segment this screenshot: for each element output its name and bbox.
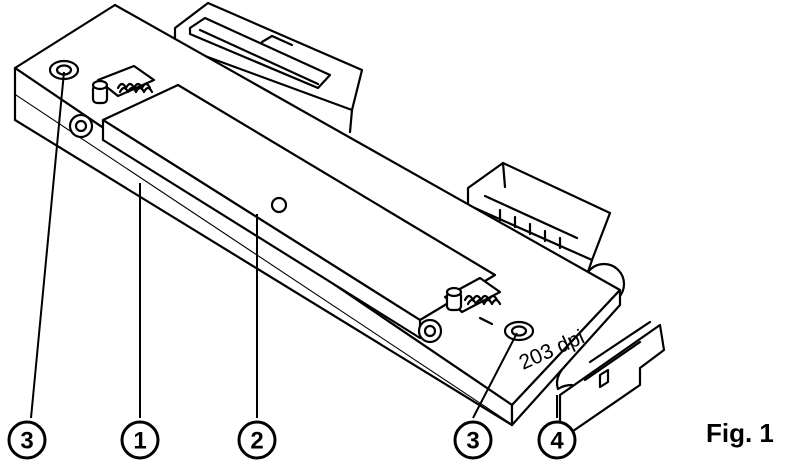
rear-connector (173, 1, 364, 134)
callout-number: 4 (550, 428, 564, 455)
right-mounting-screw (503, 320, 535, 342)
leader-lines (30, 71, 558, 419)
left-spring-assembly (68, 64, 156, 139)
cover-bar (101, 83, 497, 340)
callout-5: 4 (537, 420, 577, 460)
callout-2: 1 (120, 420, 160, 460)
right-connector (466, 161, 612, 280)
callout-1: 3 (7, 420, 47, 460)
callout-4: 3 (453, 420, 493, 460)
callout-3: 2 (237, 420, 277, 460)
callout-number: 2 (250, 428, 263, 455)
right-spring-assembly (417, 276, 502, 344)
figure-label: Fig. 1 (706, 418, 774, 448)
callout-number: 1 (133, 428, 146, 455)
callout-number: 3 (20, 428, 33, 455)
callout-number: 3 (466, 428, 479, 455)
